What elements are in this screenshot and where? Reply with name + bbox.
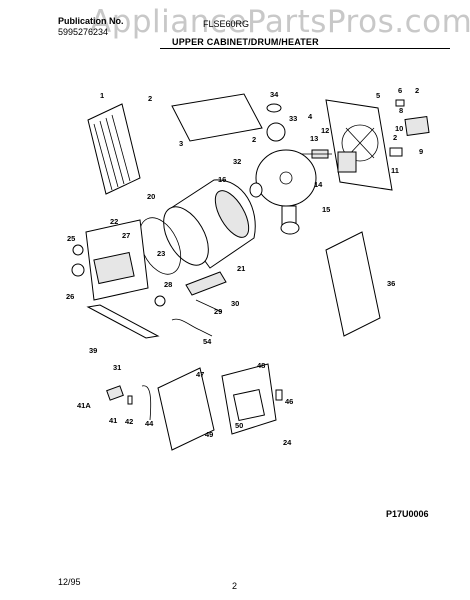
callout-4: 4 <box>308 112 313 121</box>
callout-50: 50 <box>235 421 243 430</box>
part-42-screw <box>127 395 133 405</box>
callout-2b: 2 <box>415 86 419 95</box>
callout-23: 23 <box>157 249 165 258</box>
part-9-lint-screen <box>404 115 430 137</box>
callout-27: 27 <box>122 231 130 240</box>
part-39-toe-plate <box>86 304 160 339</box>
callout-46: 46 <box>285 397 293 406</box>
callout-44: 44 <box>145 419 154 428</box>
callout-26: 26 <box>66 292 74 301</box>
part-11-fitting <box>389 147 403 157</box>
part-34-belt-pulley <box>266 103 282 113</box>
callout-33: 33 <box>289 114 297 123</box>
publication-number: 5995276234 <box>58 27 109 37</box>
callout-13: 13 <box>310 134 318 143</box>
callout-2d: 2 <box>252 135 256 144</box>
callout-2: 2 <box>148 94 152 103</box>
part-30-bracket <box>185 271 227 296</box>
callout-36: 36 <box>387 279 395 288</box>
callout-11: 11 <box>391 166 399 175</box>
callout-25: 25 <box>67 234 75 243</box>
part-54-wire <box>171 318 213 337</box>
publication-label: Publication No. <box>58 16 124 26</box>
callout-9: 9 <box>419 147 423 156</box>
callout-30: 30 <box>231 299 239 308</box>
page-number: 2 <box>232 581 238 591</box>
callout-42: 42 <box>125 417 133 426</box>
part-3-top-panel <box>171 93 263 142</box>
callout-6: 6 <box>398 86 402 95</box>
callout-16: 16 <box>218 175 226 184</box>
callout-8: 8 <box>399 106 403 115</box>
part-41a-hinge <box>106 385 124 401</box>
part-36-back-panel <box>325 231 381 337</box>
callout-41: 41 <box>109 416 117 425</box>
part-47-door-outer <box>157 367 215 451</box>
callout-3: 3 <box>179 139 183 148</box>
footer-date: 12/95 <box>58 577 81 587</box>
callout-54: 54 <box>203 337 212 346</box>
drawing-id: P17U0006 <box>386 509 429 519</box>
callout-24: 24 <box>283 438 292 447</box>
callout-10: 10 <box>395 124 403 133</box>
callout-47: 47 <box>196 370 204 379</box>
part-8-bracket <box>395 99 405 107</box>
callout-34: 34 <box>270 90 279 99</box>
callout-5: 5 <box>376 91 380 100</box>
part-44-handle <box>141 385 152 421</box>
callout-15: 15 <box>322 205 330 214</box>
header-rule <box>160 48 450 49</box>
callout-22: 22 <box>110 217 118 226</box>
part-33-idler <box>266 122 286 142</box>
callout-41a: 41A <box>77 401 91 410</box>
callout-1: 1 <box>100 91 104 100</box>
callout-28: 28 <box>164 280 172 289</box>
callout-48: 48 <box>257 361 265 370</box>
section-title: UPPER CABINET/DRUM/HEATER <box>172 37 319 47</box>
callout-32: 32 <box>233 157 241 166</box>
callout-21: 21 <box>237 264 245 273</box>
callout-12: 12 <box>321 126 329 135</box>
part-28-thermostat <box>154 295 166 307</box>
model-number: FLSE60RG <box>203 19 250 29</box>
callout-49: 49 <box>205 430 213 439</box>
callout-20: 20 <box>147 192 155 201</box>
callout-39: 39 <box>89 346 97 355</box>
callout-2c: 2 <box>393 133 397 142</box>
part-46-latch <box>275 389 283 401</box>
watermark: AppliancePartsPros.com <box>90 4 470 40</box>
part-32-seal <box>249 182 263 198</box>
callout-14: 14 <box>314 180 323 189</box>
callout-29: 29 <box>214 307 222 316</box>
callout-31: 31 <box>113 363 121 372</box>
